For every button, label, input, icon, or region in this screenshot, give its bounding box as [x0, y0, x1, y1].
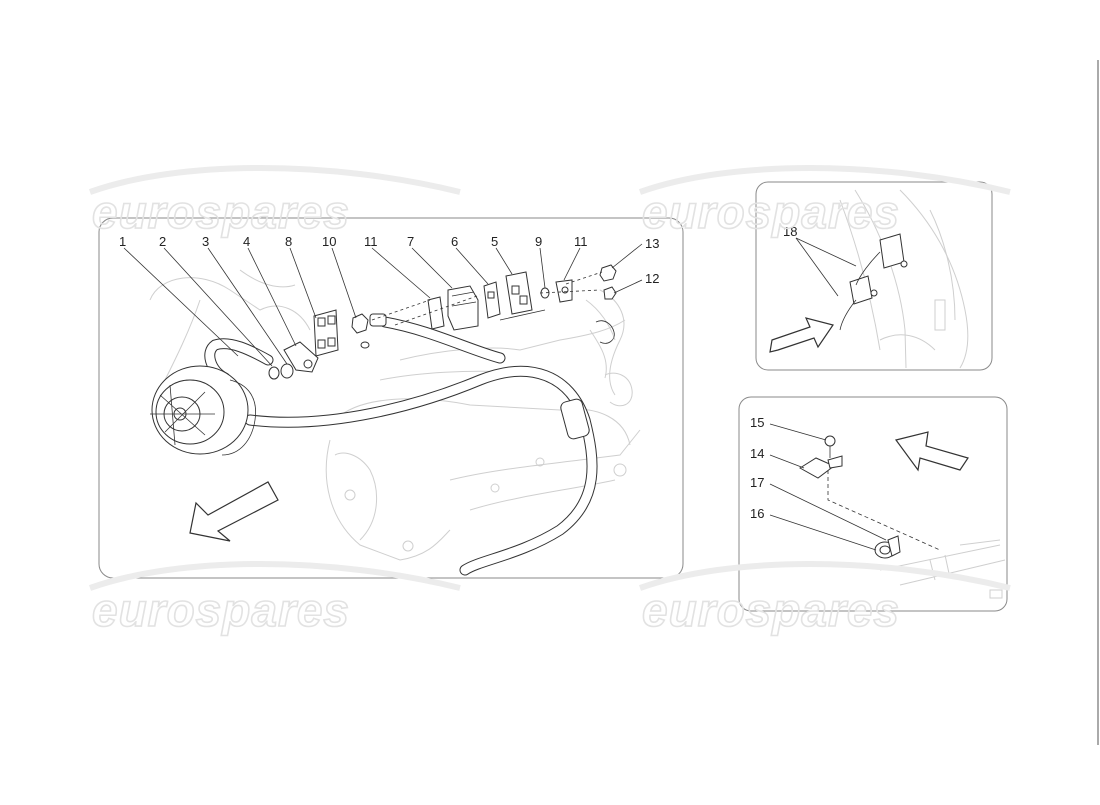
bracket-8: [313, 309, 339, 357]
callout-9: 9: [535, 234, 542, 249]
main-leader-lines: [123, 243, 643, 367]
callout-11b: 11: [574, 234, 588, 249]
callout-15: 15: [750, 415, 764, 430]
callout-13: 13: [645, 236, 659, 251]
top-right-panel: 18: [755, 181, 993, 371]
alternator: [150, 365, 257, 456]
leader-16: [769, 514, 877, 551]
direction-arrow-main: [189, 481, 279, 542]
nuts-12-13: [585, 264, 617, 379]
callout-18: 18: [783, 224, 797, 239]
leader-14: [769, 454, 805, 469]
callout-2: 2: [159, 234, 166, 249]
bottom-right-panel: 15 14 17 16: [738, 396, 1008, 612]
callout-14: 14: [750, 446, 764, 461]
callout-7: 7: [407, 234, 414, 249]
watermark-bottom-left: eurospares: [92, 584, 350, 636]
bottom-right-panel-frame: [738, 396, 1008, 612]
leader-18b: [795, 237, 839, 297]
callout-10: 10: [322, 234, 336, 249]
main-panel-frame: [98, 217, 684, 579]
callout-12: 12: [645, 271, 659, 286]
callout-11a: 11: [364, 234, 378, 249]
main-panel: 1 2 3 4 8 10 11 7 6 5 9 11 13 12: [98, 217, 684, 579]
battery-cable: [204, 316, 598, 576]
clip-assembly-14-17: [799, 435, 941, 559]
nut-10: [351, 313, 387, 349]
terminal-washers: [268, 341, 319, 380]
connector-block: [427, 271, 573, 331]
callout-17: 17: [750, 475, 764, 490]
callout-5: 5: [491, 234, 498, 249]
leader-15: [769, 423, 827, 441]
direction-arrow-top-right: [769, 317, 834, 353]
watermark-top-right: eurospares: [642, 186, 900, 238]
watermarks: eurospares eurospares eurospares eurospa…: [88, 165, 1011, 637]
leader-18a: [795, 237, 857, 267]
watermark-top-left: eurospares: [92, 186, 350, 238]
watermark-bottom-right: eurospares: [642, 584, 900, 636]
assembly-lines: [371, 271, 603, 326]
top-right-panel-frame: [755, 181, 993, 371]
callout-3: 3: [202, 234, 209, 249]
callout-16: 16: [750, 506, 764, 521]
callout-4: 4: [243, 234, 250, 249]
direction-arrow-bottom-right: [894, 431, 969, 472]
callout-1: 1: [119, 234, 126, 249]
cable-clips-18: [839, 233, 908, 331]
callout-8: 8: [285, 234, 292, 249]
leader-17: [769, 483, 887, 541]
callout-6: 6: [451, 234, 458, 249]
